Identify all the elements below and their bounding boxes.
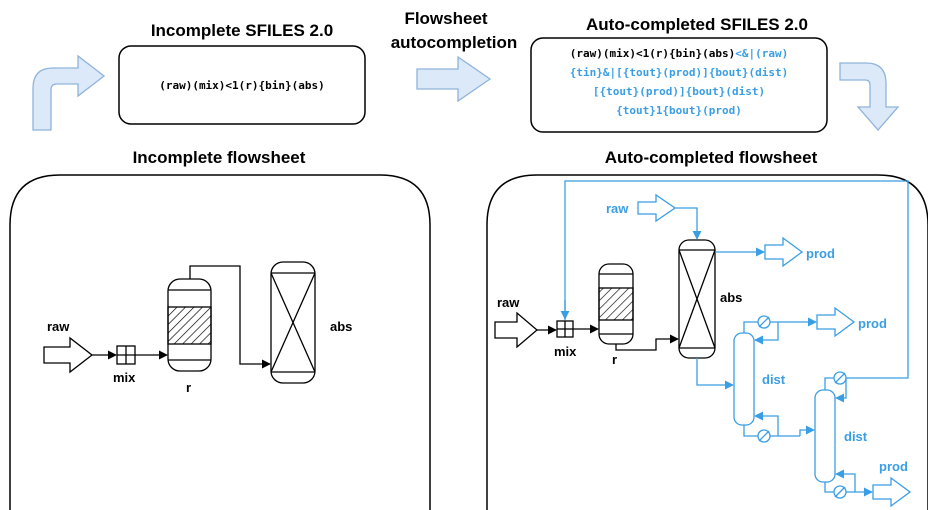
reactor-label: r	[612, 352, 617, 367]
corner-arrow-left-icon	[32, 54, 106, 131]
prod-bottom-icon	[872, 476, 912, 508]
auto-flowsheet: raw mix r abs raw	[494, 180, 912, 508]
auto-sfiles-line1: (raw)(mix)<1(r){bin}(abs)<&|(raw)	[570, 47, 789, 60]
prod-top-icon	[764, 236, 804, 268]
raw-feed-icon	[43, 336, 94, 374]
absorber-label: abs	[330, 319, 352, 334]
incomplete-sfiles-title: Incomplete SFILES 2.0	[151, 21, 333, 40]
mix-label: mix	[554, 344, 577, 359]
autocompletion-arrow-icon	[416, 55, 492, 103]
auto-flowsheet-title: Auto-completed flowsheet	[605, 148, 818, 167]
auto-sfiles-line3: [{tout}(prod)]{bout}(dist)	[593, 85, 765, 98]
absorber-label: abs	[720, 290, 742, 305]
incomplete-flowsheet: raw mix r abs	[43, 261, 352, 395]
prod-bottom-label: prod	[879, 459, 908, 474]
absorber-icon	[678, 239, 716, 359]
raw-2-label: raw	[606, 201, 629, 216]
prod-mid-label: prod	[858, 316, 887, 331]
distillation-column-2-icon	[814, 389, 836, 483]
raw-label: raw	[47, 319, 70, 334]
auto-flowsheet-panel	[486, 174, 928, 510]
reactor-label: r	[186, 380, 191, 395]
distillation-column-1-icon	[733, 332, 755, 426]
auto-sfiles-line2: {tin}&|[{tout}(prod)]{bout}(dist)	[570, 66, 789, 79]
raw-feed-2-icon	[637, 193, 677, 223]
reactor-icon	[167, 278, 212, 372]
incomplete-sfiles-box	[118, 45, 366, 125]
incomplete-flowsheet-title: Incomplete flowsheet	[133, 148, 306, 167]
raw-label: raw	[497, 295, 520, 310]
autocompletion-title-line1: Flowsheet	[404, 9, 487, 28]
mix-label: mix	[113, 370, 136, 385]
autocompletion-title-line2: autocompletion	[391, 33, 518, 52]
dist-2-label: dist	[844, 429, 868, 444]
auto-sfiles-line1-black: (raw)(mix)<1(r){bin}(abs)	[570, 47, 736, 60]
dist-1-label: dist	[762, 372, 786, 387]
incomplete-flowsheet-panel	[9, 174, 431, 510]
prod-top-label: prod	[806, 246, 835, 261]
auto-sfiles-title: Auto-completed SFILES 2.0	[586, 15, 808, 34]
prod-mid-icon	[816, 306, 856, 338]
reactor-icon	[598, 263, 634, 345]
auto-sfiles-box	[530, 37, 828, 133]
incomplete-sfiles-string: (raw)(mix)<1(r){bin}(abs)	[159, 79, 325, 92]
auto-sfiles-line1-blue: <&|(raw)	[735, 47, 788, 60]
corner-arrow-right-icon	[839, 62, 900, 131]
raw-feed-icon	[494, 311, 539, 349]
absorber-icon	[270, 261, 316, 384]
auto-sfiles-line4: {tout}1{bout}(prod)	[616, 104, 742, 117]
